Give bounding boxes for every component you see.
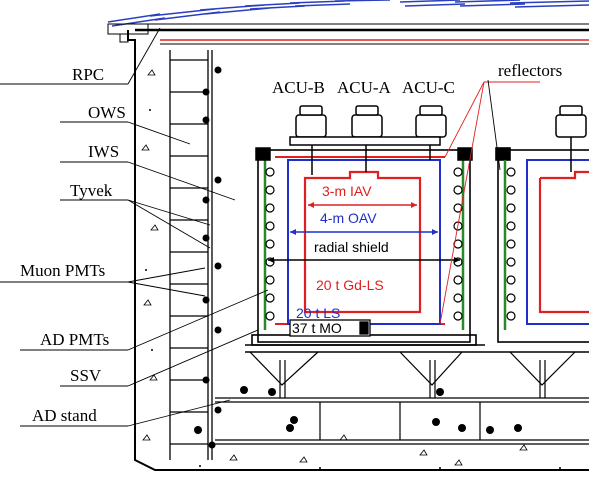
mo-box [289,319,371,337]
iav-vessel [303,170,422,314]
label-ls: 20 t LS [296,305,340,321]
label-acu-b: ACU-B [272,78,325,97]
rpc-support [107,23,589,43]
concrete-dots [145,109,561,471]
label-oav: 4-m OAV [320,210,377,226]
label-ssv: SSV [70,366,102,385]
floor-pmts [194,386,522,434]
tyvek-strips [263,160,465,330]
reflector-leaders-black [487,79,501,171]
muon-ladder [169,50,213,460]
ad-lid [255,147,473,161]
reflector-leaders [439,81,540,325]
ad2-acu [555,105,587,172]
stand-truss [215,351,589,445]
label-acu-c: ACU-C [402,78,455,97]
ad2-oav [526,159,589,325]
ad2-iav [538,170,589,314]
ad2-pmts [506,167,516,321]
acu-units [289,105,447,146]
label-tyvek: Tyvek [70,181,113,200]
label-rpc: RPC [72,65,104,84]
label-reflectors: reflectors [498,61,562,80]
label-ad-pmts: AD PMTs [40,330,109,349]
label-mo: 37 t MO [292,320,342,336]
label-gdls: 20 t Gd-LS [316,277,384,293]
ad2-outer [495,147,589,343]
label-radial-shield: radial shield [314,239,389,255]
label-ad-stand: AD stand [32,406,97,425]
dimension-arrows [268,202,460,263]
ad-pmt-column-right [453,167,463,321]
concrete-hatching [141,69,528,466]
label-iav: 3-m IAV [322,183,372,199]
leader-lines [0,27,269,427]
rpc-modules [107,0,589,27]
label-muon-pmts: Muon PMTs [20,261,105,280]
label-acu-a: ACU-A [337,78,392,97]
wall-muon-pmts [202,66,222,449]
ad-pmt-column-left [265,167,275,321]
label-ows: OWS [88,103,126,122]
label-iws: IWS [88,142,119,161]
